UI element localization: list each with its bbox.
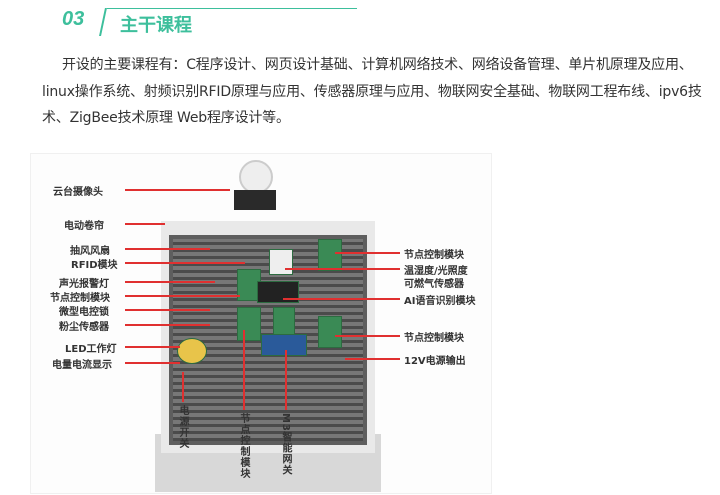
callout-label: 微型电控锁 [59, 307, 109, 318]
camera-body [234, 190, 276, 210]
voice-module [257, 281, 299, 303]
callout-label: 12V电源输出 [404, 356, 466, 367]
board [318, 239, 342, 271]
callout-label: 温湿度/光照度 [404, 266, 468, 277]
callout-label: RFID模块 [71, 260, 118, 271]
callout-label: 电动卷帘 [64, 221, 104, 232]
callout-label: 可燃气传感器 [404, 279, 464, 290]
led-lamp [177, 338, 207, 364]
section-header: 03 主干课程 [62, 4, 362, 36]
callout-label: 节点控制模块 [238, 413, 249, 479]
callout-label: 电量电流显示 [52, 360, 112, 371]
course-paragraph: 开设的主要课程有：C程序设计、网页设计基础、计算机网络技术、网络设备管理、单片机… [42, 57, 702, 126]
callout-label: 声光报警灯 [59, 279, 109, 290]
callout-label: 电源开关 [177, 405, 188, 449]
board [273, 307, 295, 335]
callout-label: AI语音识别模块 [404, 296, 476, 307]
callout-label: 抽风风扇 [70, 246, 110, 257]
section-title: 主干课程 [120, 15, 192, 36]
board [237, 307, 261, 341]
callout-label: 节点控制模块 [404, 250, 464, 261]
callout-label: 粉尘传感器 [59, 322, 109, 333]
callout-label: 节点控制模块 [50, 293, 110, 304]
divider [99, 8, 107, 36]
device-figure [30, 153, 492, 494]
callout-label: 节点控制模块 [404, 333, 464, 344]
divider [107, 8, 357, 9]
section-number: 03 [62, 8, 85, 30]
gateway-board [261, 334, 307, 356]
sensor [269, 249, 293, 275]
callout-label: M3智能网关 [280, 413, 291, 476]
board [318, 316, 342, 348]
camera-image [239, 160, 273, 194]
callout-label: 云台摄像头 [53, 187, 103, 198]
callout-label: LED工作灯 [65, 344, 117, 355]
